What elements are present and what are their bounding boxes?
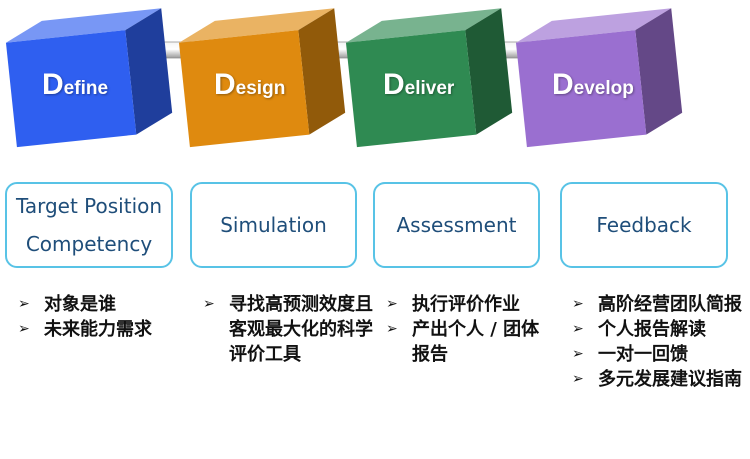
detail-item: ➢ 对象是谁 <box>18 292 180 317</box>
detail-text: 高阶经营团队简报 <box>598 294 742 315</box>
phase-box-text: Simulation <box>220 213 327 237</box>
stage-label: Develop <box>552 70 634 100</box>
cube-top <box>178 8 335 43</box>
phase-box: Simulation <box>190 182 357 268</box>
arrow-bullet-icon: ➢ <box>572 296 584 312</box>
detail-list: ➢ 寻找高预测效度且客观最大化的科学评价工具 <box>203 292 373 367</box>
stage-rest: esign <box>235 78 286 99</box>
phase-box-text: Target Position <box>15 194 163 218</box>
phase-box-text: Competency <box>25 232 153 256</box>
arrow-bullet-icon: ➢ <box>572 321 584 337</box>
detail-item: ➢ 个人报告解读 <box>572 317 744 342</box>
detail-item: ➢ 未来能力需求 <box>18 317 180 342</box>
stage-cube-develop <box>515 8 683 148</box>
stage-cube-define <box>5 8 173 148</box>
arrow-bullet-icon: ➢ <box>572 346 584 362</box>
phase-box: Feedback <box>560 182 728 268</box>
phase-box-text: Assessment <box>396 213 517 237</box>
detail-list: ➢ 对象是谁 ➢ 未来能力需求 <box>18 292 180 342</box>
detail-item: ➢ 一对一回馈 <box>572 342 744 367</box>
arrow-bullet-icon: ➢ <box>203 296 215 312</box>
cube-front <box>515 30 647 148</box>
arrow-bullet-icon: ➢ <box>18 296 30 312</box>
stage-initial: D <box>42 68 64 101</box>
stage-initial: D <box>214 68 236 101</box>
detail-text: 多元发展建议指南 <box>598 369 742 390</box>
stage-label: Define <box>42 70 108 100</box>
detail-text: 寻找高预测效度且客观最大化的科学评价工具 <box>229 294 373 365</box>
stage-rest: eliver <box>404 78 455 99</box>
arrow-bullet-icon: ➢ <box>572 371 584 387</box>
detail-item: ➢ 执行评价作业 <box>386 292 556 317</box>
cube-top <box>345 8 502 43</box>
phase-box: Assessment <box>373 182 540 268</box>
stage-label: Deliver <box>383 70 454 100</box>
stage-initial: D <box>383 68 405 101</box>
detail-item: ➢ 寻找高预测效度且客观最大化的科学评价工具 <box>203 292 373 367</box>
cube-front <box>178 30 310 148</box>
detail-list: ➢ 高阶经营团队简报 ➢ 个人报告解读 ➢ 一对一回馈 ➢ 多元发展建议指南 <box>572 292 744 392</box>
stage-rest: efine <box>63 78 109 99</box>
detail-item: ➢ 产出个人 / 团体报告 <box>386 317 556 367</box>
stage-cube-design <box>178 8 346 148</box>
cube-top <box>5 8 162 43</box>
cube-side <box>465 8 513 135</box>
detail-text: 未来能力需求 <box>44 319 152 340</box>
cube-top <box>515 8 672 43</box>
detail-text: 对象是谁 <box>44 294 116 315</box>
stage-label: Design <box>214 70 285 100</box>
detail-text: 一对一回馈 <box>598 344 688 365</box>
detail-text: 执行评价作业 <box>412 294 520 315</box>
cube-side <box>635 8 683 135</box>
cube-side <box>298 8 346 135</box>
detail-list: ➢ 执行评价作业 ➢ 产出个人 / 团体报告 <box>386 292 556 367</box>
stage-rest: evelop <box>573 78 634 99</box>
arrow-bullet-icon: ➢ <box>386 321 398 337</box>
stage-initial: D <box>552 68 574 101</box>
cube-side <box>125 8 173 135</box>
detail-text: 个人报告解读 <box>598 319 706 340</box>
stage-cube-deliver <box>345 8 513 148</box>
detail-item: ➢ 多元发展建议指南 <box>572 367 744 392</box>
cube-front <box>345 30 477 148</box>
detail-item: ➢ 高阶经营团队简报 <box>572 292 744 317</box>
arrow-bullet-icon: ➢ <box>386 296 398 312</box>
arrow-bullet-icon: ➢ <box>18 321 30 337</box>
cube-front <box>5 30 137 148</box>
phase-box-text: Feedback <box>596 213 692 237</box>
detail-text: 产出个人 / 团体报告 <box>412 319 540 365</box>
